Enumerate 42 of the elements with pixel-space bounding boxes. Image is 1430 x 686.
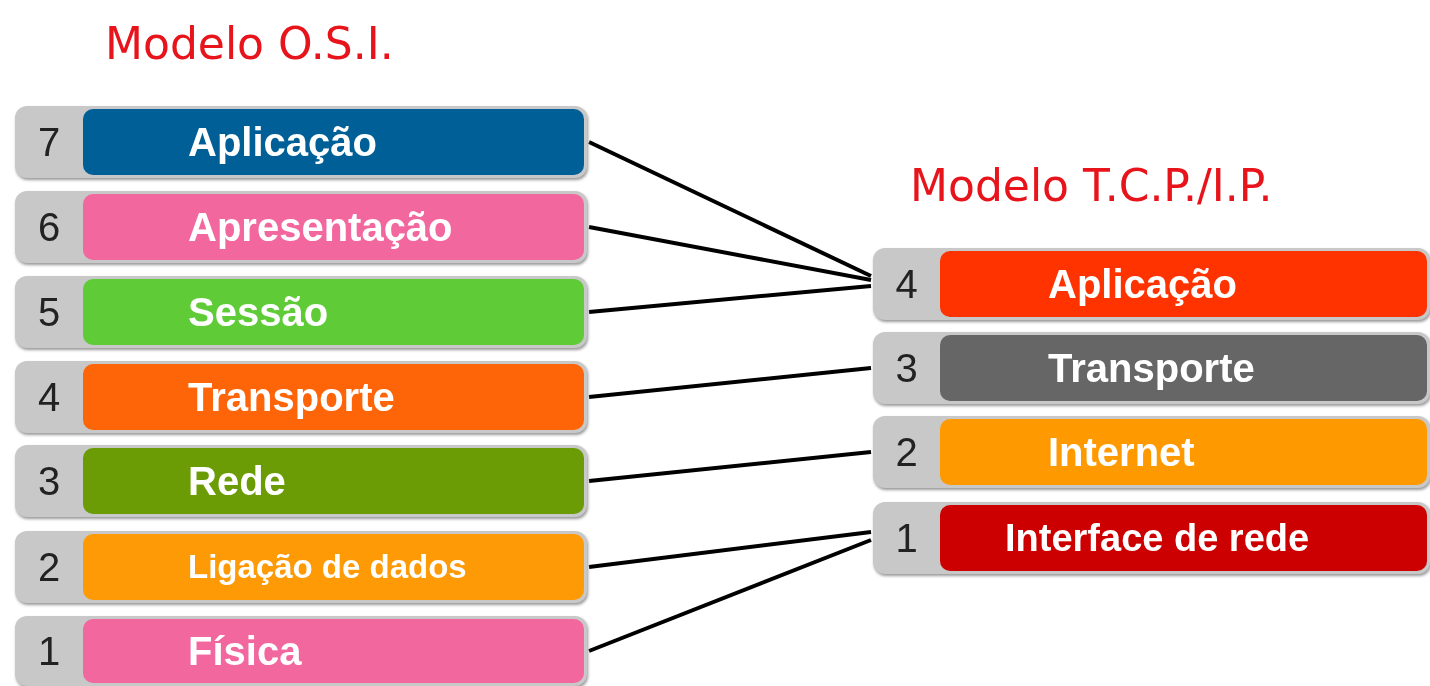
layer-row — [15, 191, 587, 263]
connector-line — [588, 225, 872, 282]
model-heading: Modelo O.S.I. — [105, 18, 394, 69]
layer-bar: Aplicação — [83, 109, 584, 175]
model-heading: Modelo T.C.P./I.P. — [910, 160, 1273, 211]
layer-bar: Transporte — [83, 364, 584, 430]
layer-number: 3 — [894, 344, 919, 392]
layer-row — [15, 106, 587, 178]
layer-number: 2 — [36, 543, 62, 591]
layer-bar: Aplicação — [940, 251, 1427, 317]
layer-row — [873, 248, 1430, 320]
layer-bar: Apresentação — [83, 194, 584, 260]
layer-number: 4 — [36, 373, 62, 421]
layer-number: 7 — [36, 118, 62, 166]
layer-row — [15, 616, 587, 686]
layer-bar: Física — [83, 619, 584, 683]
connector-line — [588, 538, 872, 653]
layer-number: 1 — [36, 627, 62, 675]
layer-bar: Sessão — [83, 279, 584, 345]
layer-row — [15, 361, 587, 433]
layer-row — [873, 332, 1430, 404]
connector-line — [588, 284, 872, 314]
connector-line — [588, 530, 872, 569]
layer-bar: Ligação de dados — [83, 534, 584, 600]
layer-number: 2 — [894, 428, 919, 476]
layer-row — [15, 276, 587, 348]
layer-row — [15, 445, 587, 517]
layer-row — [873, 416, 1430, 488]
layer-number: 4 — [894, 260, 919, 308]
layer-number: 1 — [894, 514, 919, 562]
layer-number: 5 — [36, 288, 62, 336]
layer-row — [873, 502, 1430, 574]
connector-line — [588, 140, 872, 278]
layer-bar: Interface de rede — [940, 505, 1427, 571]
layer-number: 3 — [36, 457, 62, 505]
layer-bar: Transporte — [940, 335, 1427, 401]
connector-line — [588, 366, 872, 399]
layer-row — [15, 531, 587, 603]
layer-bar: Rede — [83, 448, 584, 514]
layer-bar: Internet — [940, 419, 1427, 485]
layer-number: 6 — [36, 203, 62, 251]
connector-line — [588, 450, 872, 483]
